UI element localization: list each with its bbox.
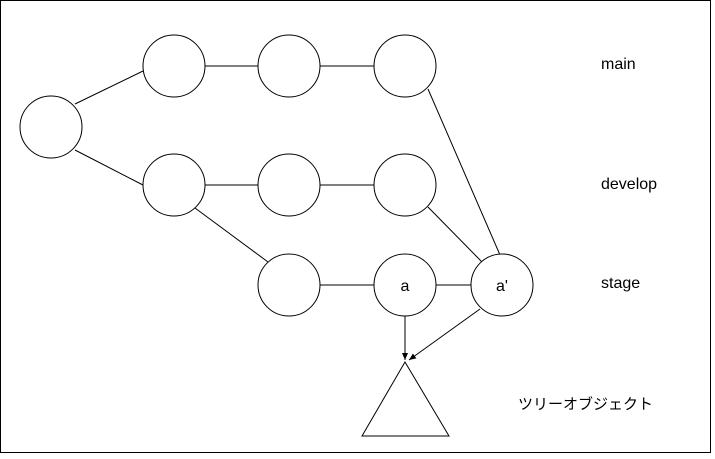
commit-root bbox=[19, 95, 83, 159]
commit-nodes bbox=[19, 34, 534, 317]
commit-a-label: a bbox=[401, 278, 410, 295]
edge-root-develop1 bbox=[74, 149, 144, 186]
branch-label-main: main bbox=[601, 56, 636, 73]
commit-develop-1 bbox=[142, 153, 206, 217]
edge-main3-aprime bbox=[427, 88, 501, 256]
edge-develop3-aprime bbox=[427, 206, 483, 263]
arrow-aprime-to-tree bbox=[408, 308, 481, 361]
commit-a-prime-label: a' bbox=[496, 278, 508, 295]
commit-stage-1 bbox=[257, 253, 321, 317]
edge-develop1-stage1 bbox=[194, 207, 269, 263]
edges bbox=[74, 65, 501, 361]
commit-a-prime bbox=[470, 253, 534, 317]
commit-main-3 bbox=[373, 34, 437, 98]
commit-develop-2 bbox=[257, 153, 321, 217]
commit-main-1 bbox=[142, 34, 206, 98]
tree-object-label: ツリーオブジェクト bbox=[518, 395, 653, 413]
commit-main-2 bbox=[257, 34, 321, 98]
commit-a bbox=[373, 253, 437, 317]
branch-label-stage: stage bbox=[601, 275, 640, 292]
commit-develop-3 bbox=[373, 153, 437, 217]
branch-label-develop: develop bbox=[601, 176, 657, 193]
edge-root-main1 bbox=[74, 70, 144, 105]
tree-object-triangle bbox=[361, 361, 450, 437]
